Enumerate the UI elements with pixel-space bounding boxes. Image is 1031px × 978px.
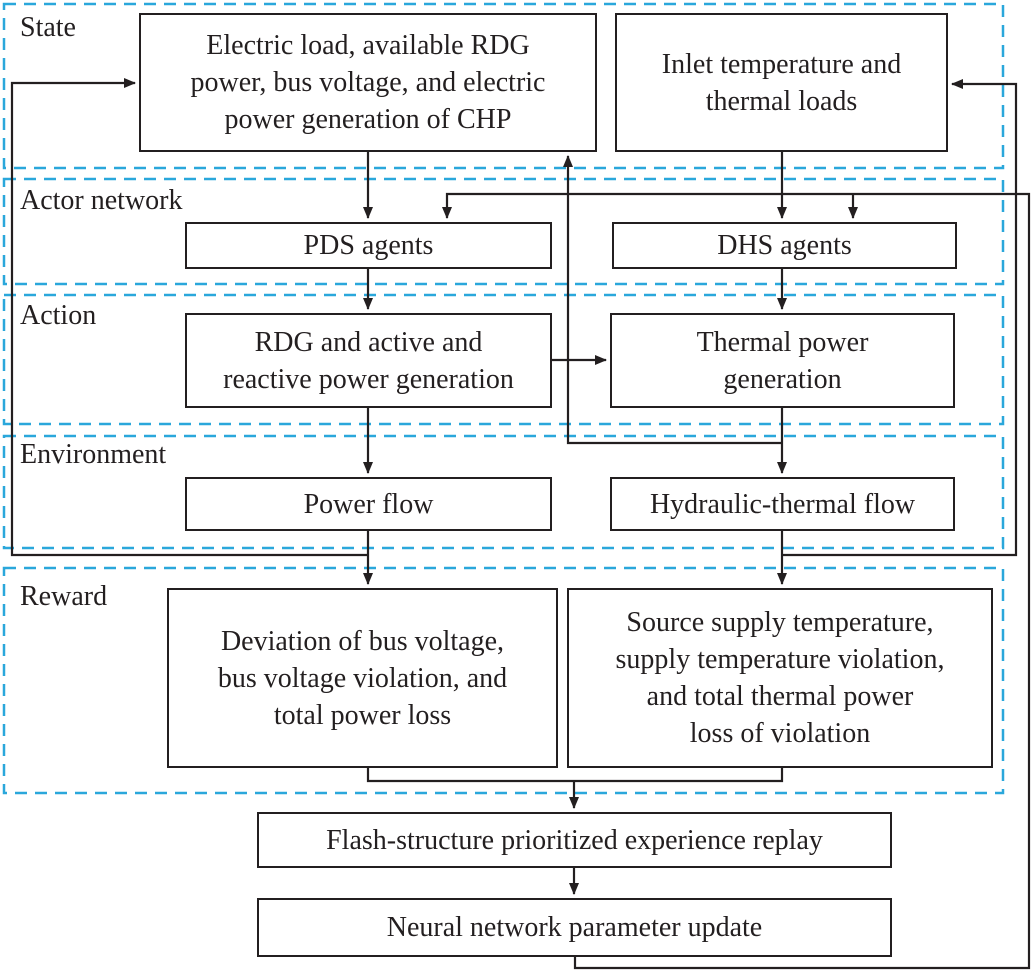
section-label-actor-network: Actor network (20, 185, 183, 216)
section-label-reward: Reward (20, 581, 108, 612)
node-hydraulic-flow: Hydraulic-thermal flow (610, 477, 955, 531)
connector-reward-merge (366, 767, 784, 783)
section-label-environment: Environment (20, 439, 167, 470)
node-thermal-state: Inlet temperature and thermal loads (615, 13, 948, 152)
section-label-state: State (20, 12, 76, 43)
node-pds-reward: Deviation of bus voltage, bus voltage vi… (167, 588, 558, 768)
node-pds-agents: PDS agents (185, 222, 552, 269)
section-frames (2, 2, 1005, 795)
node-dhs-action: Thermal power generation (610, 313, 955, 408)
connectors (10, 78, 1031, 970)
node-parameter-update: Neural network parameter update (257, 898, 892, 957)
node-electric-state: Electric load, available RDG power, bus … (139, 13, 597, 152)
section-label-action: Action (20, 300, 97, 331)
connector-feedback-to-electric-state (10, 78, 368, 557)
connector-parameter-update-to-pds-agents (442, 192, 1031, 970)
node-pds-action: RDG and active and reactive power genera… (185, 313, 552, 408)
connector-dhs-action-to-electric-state (563, 155, 782, 445)
node-power-flow: Power flow (185, 477, 552, 531)
section-frame-reward (2, 566, 1005, 795)
node-dhs-reward: Source supply temperature, supply temper… (567, 588, 993, 768)
section-frame-action (2, 293, 1005, 426)
section-frame-environment (2, 434, 1005, 550)
node-experience-replay: Flash-structure prioritized experience r… (257, 812, 892, 868)
section-frame-state (2, 2, 1005, 170)
node-dhs-agents: DHS agents (612, 222, 957, 269)
connector-feedback-to-thermal-state (782, 79, 1018, 557)
section-frame-actor-network (2, 177, 1005, 286)
